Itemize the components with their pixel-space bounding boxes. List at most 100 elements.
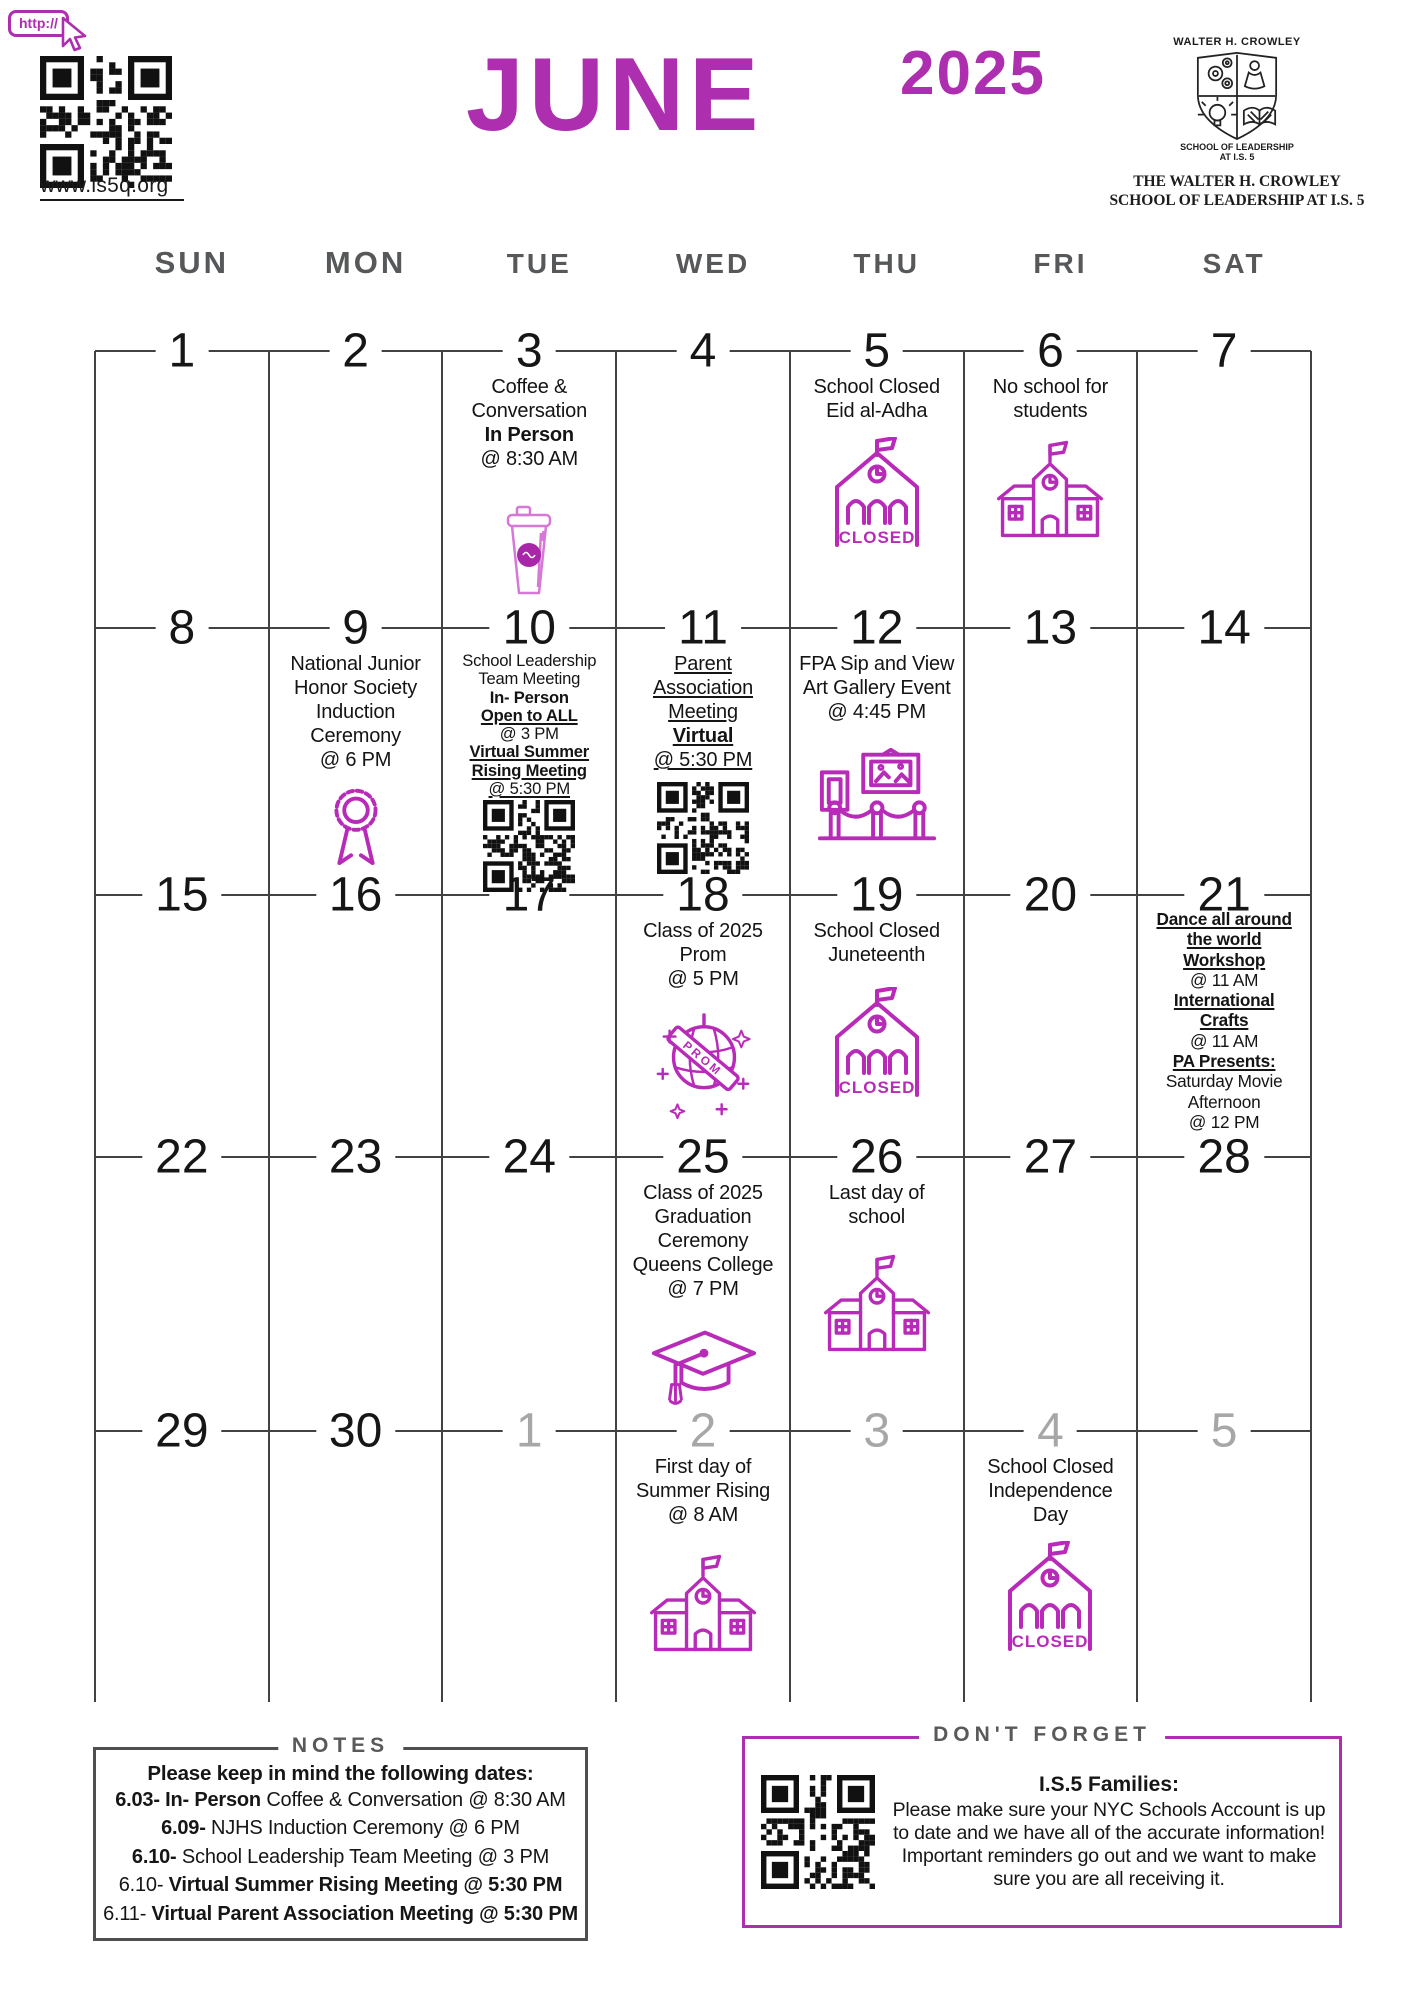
svg-text:CLOSED: CLOSED	[838, 528, 915, 547]
event-line: School Closed	[987, 1456, 1114, 1478]
event-line: International	[1173, 990, 1275, 1011]
event-line: In- Person	[489, 687, 569, 707]
event-line: Last day of	[828, 1182, 925, 1204]
grid-line	[1136, 351, 1139, 1702]
month-title: JUNE	[466, 37, 764, 153]
event-line: Independence	[988, 1480, 1113, 1502]
event-line: Graduation	[654, 1206, 752, 1228]
date-number: 24	[489, 1129, 569, 1185]
date-number: 19	[837, 867, 917, 923]
date-number: 1	[155, 323, 209, 379]
qr-icon	[447, 800, 611, 892]
dont-forget-text: I.S.5 Families: Please make sure your NY…	[887, 1773, 1331, 1890]
notes-item: 6.09- NJHS Induction Ceremony @ 6 PM	[96, 1814, 585, 1842]
notes-item: 6.10- Virtual Summer Rising Meeting @ 5:…	[96, 1871, 585, 1899]
event-line: Association	[652, 677, 754, 699]
event-line: National Junior	[290, 653, 421, 675]
date-number: 10	[489, 600, 569, 656]
date-number: 26	[837, 1129, 917, 1185]
event-line: Day	[1032, 1504, 1068, 1526]
date-number: 18	[663, 867, 743, 923]
event-line: Prom	[679, 944, 727, 966]
event-line: PA Presents:	[1172, 1051, 1276, 1072]
notes-box: NOTES Please keep in mind the following …	[93, 1734, 588, 1941]
notes-list: 6.03- In- Person Coffee & Conversation @…	[96, 1786, 585, 1928]
event-line: @ 5:30 PM	[488, 778, 571, 798]
weekday-header-wed: WED	[675, 248, 751, 279]
school-closed-icon: CLOSED	[795, 986, 959, 1099]
notes-item: 6.03- In- Person Coffee & Conversation @…	[96, 1786, 585, 1814]
event-line: @ 7 PM	[667, 1278, 739, 1300]
event-line: @ 8:30 AM	[480, 448, 579, 470]
dont-forget-box: DON'T FORGET I.S.5 Families: Please make…	[742, 1723, 1342, 1928]
website-url[interactable]: www.is5q.org	[40, 174, 185, 201]
event-line: the world	[1186, 929, 1262, 950]
date-number: 8	[155, 600, 209, 656]
crest-bottom-text-2: AT I.S. 5	[1219, 152, 1255, 163]
weekday-header-fri: FRI	[1033, 248, 1088, 279]
weekday-header-mon: MON	[324, 245, 407, 280]
school-closed-icon: CLOSED	[795, 436, 959, 549]
date-number: 14	[1184, 600, 1264, 656]
date-number: 20	[1010, 867, 1091, 923]
date-number: 13	[1010, 600, 1091, 656]
event-line: @ 11 AM	[1189, 1030, 1259, 1051]
date-number: 5	[850, 323, 904, 379]
date-number: 27	[1010, 1129, 1091, 1185]
families-body: Please make sure your NYC Schools Accoun…	[892, 1799, 1326, 1890]
notes-item-segment: In- Person	[165, 1789, 267, 1811]
dont-forget-title: DON'T FORGET	[919, 1723, 1165, 1747]
school-name-line1: THE WALTER H. CROWLEY	[1133, 172, 1341, 190]
notes-item-segment: 6.03-	[115, 1789, 166, 1811]
date-number: 2	[676, 1403, 730, 1459]
event-line: Crafts	[1199, 1010, 1249, 1031]
date-number: 3	[850, 1403, 904, 1459]
date-number: 4	[1024, 1403, 1077, 1459]
notes-item-segment: Virtual Parent Association Meeting @ 5:3…	[151, 1902, 579, 1925]
cursor-arrow-icon	[58, 16, 92, 57]
event-line: Meeting	[668, 701, 738, 723]
event-line: School Leadership	[462, 651, 597, 670]
svg-text:CLOSED: CLOSED	[1012, 1632, 1089, 1651]
date-number: 30	[315, 1403, 396, 1459]
grid-line	[1310, 351, 1312, 1702]
event-line: @ 4:45 PM	[827, 701, 926, 723]
school-crest: WALTER H. CROWLEY SCHOOL OF LEADERSHIP A…	[1105, 36, 1369, 210]
http-badge: http://	[8, 10, 69, 37]
weekday-header-tue: TUE	[506, 248, 572, 279]
notes-item-segment: 6.10-	[131, 1845, 182, 1868]
notes-item-segment: 6.10-	[118, 1874, 169, 1897]
date-number: 5	[1197, 1403, 1251, 1459]
event-line: Class of 2025	[643, 920, 763, 942]
school-name-line2: SCHOOL OF LEADERSHIP AT I.S. 5	[1109, 192, 1365, 210]
event-line: First day of	[654, 1456, 752, 1478]
date-number: 9	[329, 600, 382, 656]
event-line: School Closed	[813, 376, 941, 398]
date-number: 22	[142, 1129, 222, 1185]
date-number: 17	[489, 867, 569, 923]
grid-line	[441, 351, 444, 1702]
event-line: Art Gallery Event	[802, 677, 951, 699]
event-line: @ 5:30 PM	[653, 749, 753, 771]
date-number: 15	[142, 867, 222, 923]
school-icon	[621, 1553, 785, 1653]
date-number: 28	[1184, 1129, 1264, 1185]
coffee-icon	[447, 501, 611, 596]
event-line: Juneteenth	[828, 944, 926, 966]
event-line: @ 12 PM	[1188, 1111, 1260, 1132]
event-line: Ceremony	[310, 725, 401, 747]
grid-line	[267, 351, 270, 1702]
event-line: In Person	[484, 424, 575, 446]
event-line: Virtual	[672, 725, 734, 747]
event-line: @ 5 PM	[667, 968, 739, 990]
event-line: Summer Rising	[635, 1480, 771, 1502]
school-icon	[969, 439, 1133, 539]
event-line: Queens College	[632, 1254, 774, 1276]
event-line: @ 8 AM	[667, 1504, 739, 1526]
